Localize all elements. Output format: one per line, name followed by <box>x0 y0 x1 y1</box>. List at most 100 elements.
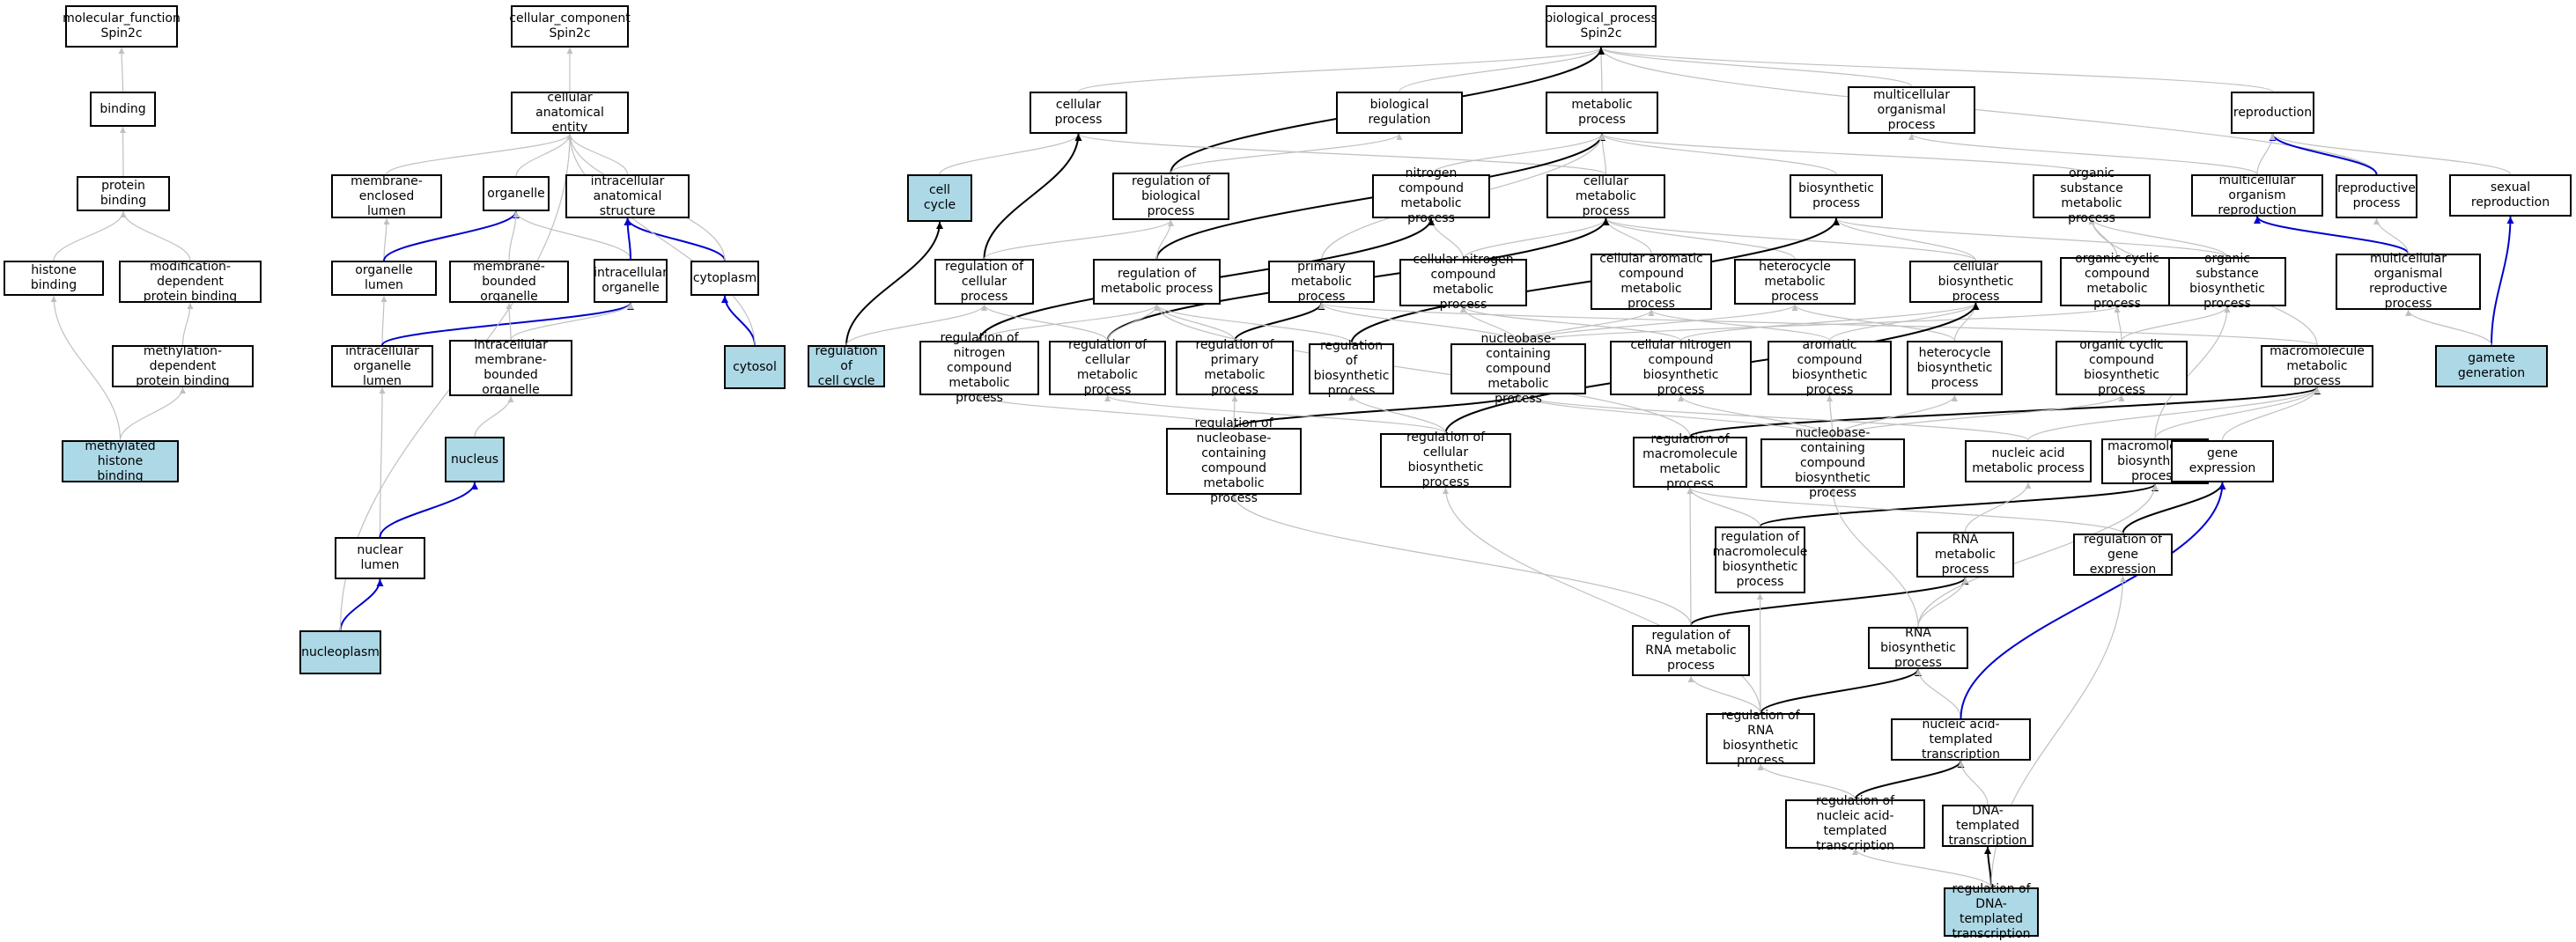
edge-cytoplasm-to-ias <box>624 217 726 261</box>
go-term-cytosol[interactable]: cytosol <box>724 345 786 389</box>
go-term-metproc[interactable]: metabolic process <box>1546 92 1658 134</box>
go-term-cae[interactable]: cellular anatomical entity <box>511 91 629 135</box>
go-term-rnabp[interactable]: RNA biosynthetic process <box>1868 626 1968 670</box>
go-term-io[interactable]: intracellular organelle <box>594 259 668 303</box>
go-term-occmp[interactable]: organic cyclic compound metabolic proces… <box>2060 252 2174 311</box>
go-term-pmp[interactable]: primary metabolic process <box>1268 260 1375 304</box>
go-term-bioreg[interactable]: biological regulation <box>1336 92 1463 134</box>
go-term-occbp[interactable]: organic cyclic compound biosynthetic pro… <box>2056 338 2188 397</box>
edge-cncbp-to-cbp <box>1679 302 1979 342</box>
go-term-regbiosyn[interactable]: regulation of biosynthetic process <box>1309 339 1394 398</box>
go-term-cellcycle[interactable]: cell cycle <box>907 174 972 222</box>
go-term-cncbp[interactable]: cellular nitrogen compound biosynthetic … <box>1610 338 1752 397</box>
go-term-ias[interactable]: intracellular anatomical structure <box>565 174 690 218</box>
edge-mbp-to-osbp <box>2154 305 2231 439</box>
edge-regncmp-to-regmet <box>978 304 1160 342</box>
go-term-gametegen[interactable]: gamete generation <box>2435 345 2548 387</box>
go-term-protein-binding[interactable]: protein binding <box>77 176 170 211</box>
go-term-namp[interactable]: nucleic acid metabolic process <box>1965 440 2092 482</box>
go-term-methdep[interactable]: methylation-dependent protein binding <box>112 344 254 388</box>
edge-metproc-to-bp <box>1598 47 1605 92</box>
go-term-regmbp[interactable]: regulation of macromolecule biosynthetic… <box>1713 526 1807 593</box>
edge-regcbp-to-regcmp <box>1104 394 1447 434</box>
go-term-cbp[interactable]: cellular biosynthetic process <box>1909 260 2042 304</box>
edge-regrnabp-to-regmbp <box>1757 592 1764 714</box>
go-term-regnatt[interactable]: regulation of nucleic acid-templated tra… <box>1785 794 1925 853</box>
edge-mel-to-cae <box>386 133 573 175</box>
go-term-reproproc[interactable]: reproductive process <box>2336 174 2417 218</box>
go-term-nucleoplasm[interactable]: nucleoplasm <box>299 630 381 674</box>
go-term-mbo[interactable]: membrane-bounded organelle <box>449 260 569 304</box>
go-term-cellproc[interactable]: cellular process <box>1030 92 1127 134</box>
go-term-iol[interactable]: intracellular organelle lumen <box>331 344 433 388</box>
edge-bioreg-to-bp <box>1399 47 1605 92</box>
go-term-cytoplasm[interactable]: cytoplasm <box>690 261 759 296</box>
edge-regmbp-to-regmmp <box>1687 487 1761 527</box>
go-term-regpmp[interactable]: regulation of primary metabolic process <box>1176 338 1294 397</box>
go-term-mor[interactable]: multicellular organism reproduction <box>2191 173 2323 217</box>
go-term-histone-binding[interactable]: histone binding <box>4 261 104 296</box>
go-term-morp[interactable]: multicellular organismal reproductive pr… <box>2336 252 2481 311</box>
edge-rnabp-to-rnamp <box>1917 577 1968 628</box>
edge-iol-to-io <box>381 302 634 346</box>
go-term-nbcmp[interactable]: nucleobase-containing compound metabolic… <box>1450 332 1586 406</box>
go-term-mf[interactable]: molecular_function Spin2c <box>63 5 181 48</box>
go-term-cncmp[interactable]: cellular nitrogen compound metabolic pro… <box>1399 253 1527 312</box>
go-term-reggeneexp[interactable]: regulation of gene expression <box>2073 533 2173 577</box>
go-term-nucleus[interactable]: nucleus <box>445 437 505 482</box>
go-term-mop[interactable]: multicellular organismal process <box>1848 86 1975 134</box>
go-term-regcmp[interactable]: regulation of cellular metabolic process <box>1049 338 1166 397</box>
go-term-regrnamp[interactable]: regulation of RNA metabolic process <box>1632 625 1750 676</box>
go-term-mel[interactable]: membrane-enclosed lumen <box>331 174 442 218</box>
go-term-nbcbp[interactable]: nucleobase-containing compound biosynthe… <box>1760 426 1905 500</box>
go-term-moddep[interactable]: modification-dependent protein binding <box>119 260 262 304</box>
go-term-hbp[interactable]: heterocycle biosynthetic process <box>1907 341 2003 395</box>
go-term-sexrepro[interactable]: sexual reproduction <box>2449 174 2572 217</box>
go-term-regcellcycle[interactable]: regulation of cell cycle <box>808 344 885 388</box>
go-term-rnamp[interactable]: RNA metabolic process <box>1916 532 2014 578</box>
edge-moddep-to-protein_binding <box>120 210 191 261</box>
go-term-regrnabp[interactable]: regulation of RNA biosynthetic process <box>1706 709 1815 768</box>
go-term-imbo[interactable]: intracellular membrane-bounded organelle <box>449 338 572 397</box>
go-term-cc[interactable]: cellular_component Spin2c <box>509 5 631 48</box>
edge-regcbp-to-regbiosyn <box>1348 394 1447 434</box>
edge-regnbcmp-to-nbcmp <box>1233 394 1522 429</box>
go-term-regnbcmp[interactable]: regulation of nucleobase-containing comp… <box>1166 416 1302 505</box>
go-term-regmmp[interactable]: regulation of macromolecule metabolic pr… <box>1633 432 1747 491</box>
go-term-ncmp[interactable]: nitrogen compound metabolic process <box>1372 166 1490 225</box>
go-term-regbio[interactable]: regulation of biological process <box>1112 173 1229 220</box>
edge-nbcmp-to-pmp <box>1318 302 1519 344</box>
edge-geneexp-to-mmp <box>2221 386 2321 441</box>
go-term-dtt[interactable]: DNA-templated transcription <box>1942 804 2033 848</box>
go-term-regmet[interactable]: regulation of metabolic process <box>1093 259 1221 305</box>
go-term-regncmp[interactable]: regulation of nitrogen compound metaboli… <box>919 331 1039 405</box>
go-term-regdtt[interactable]: regulation of DNA-templated transcriptio… <box>1944 882 2039 941</box>
edge-cellproc-to-bp <box>1077 47 1605 92</box>
edge-biosyn-to-metproc <box>1598 133 1837 175</box>
edge-reggeneexp-to-geneexp <box>2122 482 2226 534</box>
go-term-regcbp[interactable]: regulation of cellular biosynthetic proc… <box>1380 431 1511 489</box>
edge-cmp-to-metproc <box>1598 133 1607 175</box>
edge-ncmp-to-metproc <box>1430 133 1605 175</box>
go-term-osbp[interactable]: organic substance biosynthetic process <box>2168 252 2286 311</box>
go-term-natt[interactable]: nucleic acid-templated transcription <box>1891 718 2031 762</box>
go-term-nuclumen[interactable]: nuclear lumen <box>335 537 425 579</box>
go-term-mmp[interactable]: macromolecule metabolic process <box>2261 344 2373 388</box>
go-term-acbp[interactable]: aromatic compound biosynthetic process <box>1768 338 1892 397</box>
go-term-orglumen[interactable]: organelle lumen <box>331 261 437 296</box>
go-term-regcellproc[interactable]: regulation of cellular process <box>934 259 1034 305</box>
go-term-cmp[interactable]: cellular metabolic process <box>1546 174 1665 218</box>
edge-imbo-to-mbo <box>506 302 513 341</box>
go-term-methhist[interactable]: methylated histone binding <box>62 439 179 483</box>
go-term-organelle[interactable]: organelle <box>483 176 550 211</box>
go-term-osmp[interactable]: organic substance metabolic process <box>2033 166 2151 225</box>
go-term-repro[interactable]: reproduction <box>2231 92 2314 134</box>
go-term-binding[interactable]: binding <box>90 92 156 127</box>
go-term-geneexp[interactable]: gene expression <box>2171 440 2274 482</box>
edge-regmbp-to-mbp <box>1759 483 2159 527</box>
go-term-biosyn[interactable]: biosynthetic process <box>1790 174 1883 218</box>
go-term-hmp[interactable]: heterocycle metabolic process <box>1734 259 1856 305</box>
go-term-bp[interactable]: biological_process Spin2c <box>1545 5 1657 48</box>
go-term-cacmp[interactable]: cellular aromatic compound metabolic pro… <box>1591 252 1712 311</box>
edge-repro-to-bp <box>1598 47 2274 92</box>
